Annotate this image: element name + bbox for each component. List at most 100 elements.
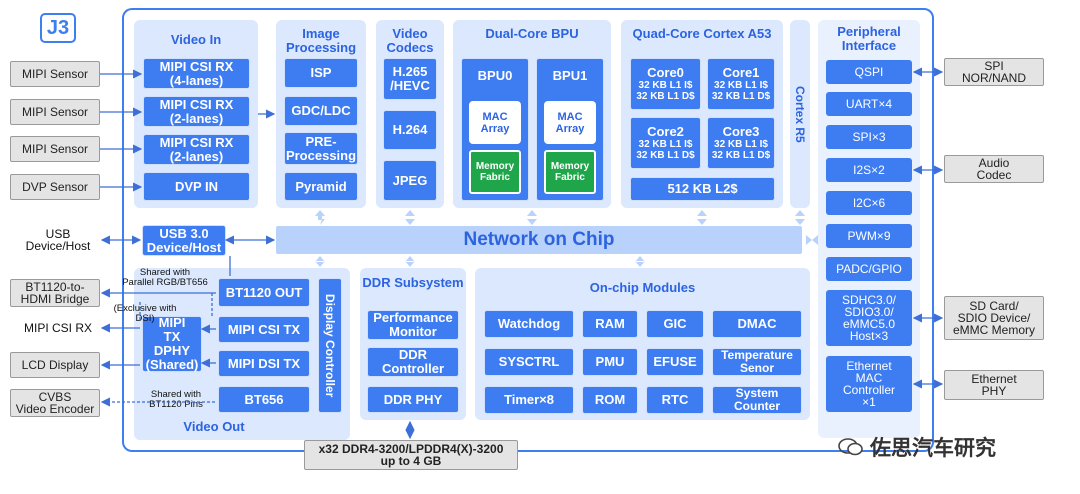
isp: ISP: [284, 58, 358, 88]
mipi-tx-dphy: MIPI TX DPHY (Shared): [142, 316, 202, 372]
video-codecs-title: Video Codecs: [386, 26, 434, 55]
usb-device-host-label: USB Device/Host: [25, 227, 91, 253]
bpu0-memory-fabric: Memory Fabric: [469, 150, 521, 194]
padc-gpio: PADC/GPIO: [826, 257, 912, 281]
cpu-core0: Core0 32 KB L1 I$ 32 KB L1 D$: [630, 58, 701, 110]
ddr-controller: DDR Controller: [367, 347, 459, 377]
image-processing-title: Image Processing: [285, 26, 357, 55]
core1-l1d: 32 KB L1 D$: [711, 91, 771, 102]
display-controller-label: Display Controller: [323, 293, 337, 398]
video-in-title: Video In: [170, 32, 222, 47]
core2-label: Core2: [647, 124, 684, 139]
ethernet-mac: Ethernet MAC Controller ×1: [826, 356, 912, 412]
mipi-sensor-3: MIPI Sensor: [10, 136, 100, 162]
timer: Timer×8: [484, 386, 574, 414]
note-shared-rgb: Shared with Parallel RGB/BT656: [122, 267, 208, 288]
lcd-display: LCD Display: [10, 352, 100, 378]
bpu0-mac-array: MAC Array: [469, 101, 521, 144]
mipi-csi-rx-label: MIPI CSI RX: [23, 321, 92, 335]
wechat-icon: [838, 437, 864, 457]
watchdog: Watchdog: [484, 310, 574, 338]
mipi-csi-rx-2lane-b: MIPI CSI RX (2-lanes): [143, 134, 250, 165]
core0-label: Core0: [647, 65, 684, 80]
mipi-sensor-1: MIPI Sensor: [10, 61, 100, 87]
bpu1-mac-array: MAC Array: [544, 101, 596, 144]
onchip-title: On-chip Modules: [589, 280, 696, 295]
mipi-sensor-2: MIPI Sensor: [10, 99, 100, 125]
mipi-csi-tx: MIPI CSI TX: [218, 316, 310, 343]
mipi-dsi-tx: MIPI DSI TX: [218, 350, 310, 377]
h265-hevc: H.265 /HEVC: [383, 58, 437, 100]
jpeg: JPEG: [383, 160, 437, 201]
core1-l1i: 32 KB L1 I$: [714, 80, 768, 91]
chip-logo: J3: [40, 13, 76, 43]
l2-cache: 512 KB L2$: [630, 177, 775, 201]
mipi-csi-rx-4lane: MIPI CSI RX (4-lanes): [143, 58, 250, 89]
bpu-title: Dual-Core BPU: [485, 26, 579, 41]
bt1120-hdmi-bridge: BT1120-to- HDMI Bridge: [10, 279, 100, 307]
core1-label: Core1: [722, 65, 760, 80]
dmac: DMAC: [712, 310, 802, 338]
cpu-title: Quad-Core Cortex A53: [632, 26, 772, 41]
bt656: BT656: [218, 386, 310, 413]
cpu-core1: Core1 32 KB L1 I$ 32 KB L1 D$: [707, 58, 775, 110]
dvp-sensor: DVP Sensor: [10, 174, 100, 200]
audio-codec: Audio Codec: [944, 155, 1044, 183]
gdc-ldc: GDC/LDC: [284, 96, 358, 126]
cpu-core3: Core3 32 KB L1 I$ 32 KB L1 D$: [707, 117, 775, 169]
core3-l1i: 32 KB L1 I$: [714, 139, 768, 150]
h264: H.264: [383, 110, 437, 150]
ram: RAM: [582, 310, 638, 338]
dvp-in: DVP IN: [143, 172, 250, 201]
rom: ROM: [582, 386, 638, 414]
watermark-text: 佐思汽车研究: [870, 437, 996, 460]
core0-l1i: 32 KB L1 I$: [638, 80, 693, 91]
sd-card-emmc: SD Card/ SDIO Device/ eMMC Memory: [944, 296, 1044, 340]
cvbs-video-encoder: CVBS Video Encoder: [10, 389, 100, 417]
ddr-phy: DDR PHY: [367, 386, 459, 413]
network-on-chip: Network on Chip: [276, 226, 802, 254]
ddr-external-memory: x32 DDR4-3200/LPDDR4(X)-3200 up to 4 GB: [304, 440, 518, 470]
note-exclusive-dsi: (Exclusive with DSI): [113, 303, 177, 324]
efuse: EFUSE: [646, 348, 704, 376]
gic: GIC: [646, 310, 704, 338]
uart: UART×4: [826, 92, 912, 116]
ddr-title: DDR Subsystem: [362, 275, 464, 290]
bpu0-label: BPU0: [477, 68, 513, 83]
i2s: I2S×2: [826, 158, 912, 182]
bt1120-out: BT1120 OUT: [218, 278, 310, 307]
qspi: QSPI: [826, 60, 912, 84]
spi-nor-nand: SPI NOR/NAND: [944, 58, 1044, 86]
cortex-r5-label: Cortex R5: [793, 85, 807, 143]
pyramid: Pyramid: [284, 172, 358, 201]
bpu1-memory-fabric: Memory Fabric: [544, 150, 596, 194]
usb3: USB 3.0 Device/Host: [142, 225, 226, 256]
sysctrl: SYSCTRL: [484, 348, 574, 376]
performance-monitor: Performance Monitor: [367, 310, 459, 340]
video-out-title: Video Out: [183, 419, 245, 434]
core2-l1i: 32 KB L1 I$: [638, 139, 693, 150]
noc-label: Network on Chip: [463, 229, 615, 250]
core3-label: Core3: [722, 124, 760, 139]
core0-l1d: 32 KB L1 D$: [636, 91, 695, 102]
cpu-region: Quad-Core Cortex A53: [621, 20, 783, 208]
i2c: I2C×6: [826, 191, 912, 215]
logo-text: J3: [46, 16, 70, 39]
peripheral-title: Peripheral Interface: [837, 24, 901, 53]
cpu-core2: Core2 32 KB L1 I$ 32 KB L1 D$: [630, 117, 701, 169]
pre-processing: PRE- Processing: [284, 132, 358, 165]
sdhc-sdio-emmc: SDHC3.0/ SDIO3.0/ eMMC5.0 Host×3: [826, 290, 912, 346]
ethernet-phy: Ethernet PHY: [944, 370, 1044, 400]
watermark: 佐思汽车研究: [838, 432, 1048, 462]
system-counter: System Counter: [712, 386, 802, 414]
rtc: RTC: [646, 386, 704, 414]
bpu1-label: BPU1: [552, 68, 588, 83]
pwm: PWM×9: [826, 224, 912, 248]
core3-l1d: 32 KB L1 D$: [711, 150, 771, 161]
pmu: PMU: [582, 348, 638, 376]
core2-l1d: 32 KB L1 D$: [636, 150, 695, 161]
display-controller: Display Controller: [318, 278, 342, 413]
temperature-sensor: Temperature Senor: [712, 348, 802, 376]
mipi-csi-rx-2lane-a: MIPI CSI RX (2-lanes): [143, 96, 250, 127]
